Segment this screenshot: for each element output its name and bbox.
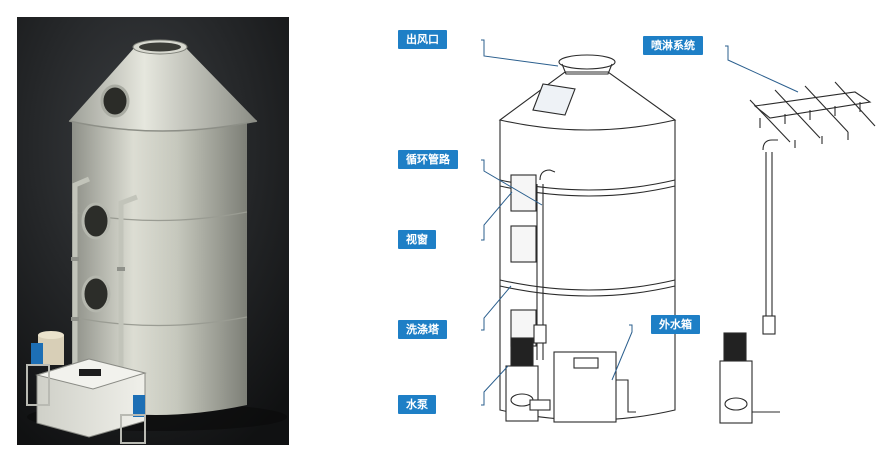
pump-right-base (120, 414, 146, 444)
spray-header-main (753, 91, 872, 119)
riser-pump-motor (723, 332, 747, 362)
leader-outlet (481, 39, 559, 67)
water-box-vent (79, 369, 101, 376)
cone-window (100, 84, 130, 118)
pump-right-motor (133, 395, 145, 417)
tank-fitting (529, 399, 551, 411)
pipe-flange-2 (117, 267, 125, 271)
outlet-top (558, 54, 616, 70)
circulation-pipe-left (72, 176, 90, 377)
spray-branch-3 (834, 81, 876, 127)
tower-band-2 (499, 279, 676, 291)
spray-branch-2 (804, 85, 849, 133)
external-tank-plate (573, 357, 599, 369)
label-circulation-pipe: 循环管路 (398, 150, 458, 169)
leader-circulation (481, 159, 543, 206)
scrubber-line-diagram (481, 39, 876, 424)
leader-tower (481, 285, 512, 331)
cone-viewport (532, 83, 576, 116)
dosing-tank-top (38, 331, 64, 339)
pipe-valve (533, 324, 547, 344)
body-window-1 (81, 202, 111, 240)
outlet-hole (139, 42, 181, 52)
pump-motor (510, 337, 534, 367)
leader-pump (481, 365, 509, 406)
riser-pump-housing (719, 360, 753, 424)
label-viewing-window: 视窗 (398, 230, 436, 249)
spray-nozzle-row-2 (794, 132, 849, 148)
tower-body (72, 119, 247, 415)
tower-band-2b (499, 285, 676, 297)
riser-pump-impeller (724, 397, 748, 411)
body-window-middle (510, 225, 537, 263)
spray-branch-1 (774, 89, 821, 139)
pump-left-base (26, 364, 50, 406)
tower-seam-2 (71, 316, 248, 327)
label-spray-system: 喷淋系统 (643, 36, 703, 55)
cone-rim (68, 120, 258, 132)
pipe-flange-3 (71, 317, 79, 321)
leader-window (481, 191, 513, 241)
label-water-pump: 水泵 (398, 395, 436, 414)
circulation-pipe-right (118, 194, 138, 397)
leader-tank (611, 324, 633, 381)
tank-side-pipe (616, 379, 636, 413)
pump-left-motor (31, 343, 43, 365)
scrubber-tower-photo (17, 17, 289, 445)
body-window-upper (510, 174, 537, 212)
leader-spray (725, 45, 799, 93)
pipe-flange-1 (71, 257, 79, 261)
spray-nozzle-row-1 (759, 102, 861, 128)
label-external-tank: 外水箱 (651, 315, 700, 334)
body-window-2 (81, 275, 111, 313)
riser-valve (762, 315, 776, 335)
spray-branch-4 (749, 99, 791, 143)
spray-riser-pipe (762, 139, 778, 320)
tower-cone-outline (498, 71, 677, 131)
label-outlet: 出风口 (398, 30, 447, 49)
label-scrubber-tower: 洗涤塔 (398, 320, 447, 339)
outlet-neck (561, 63, 613, 75)
